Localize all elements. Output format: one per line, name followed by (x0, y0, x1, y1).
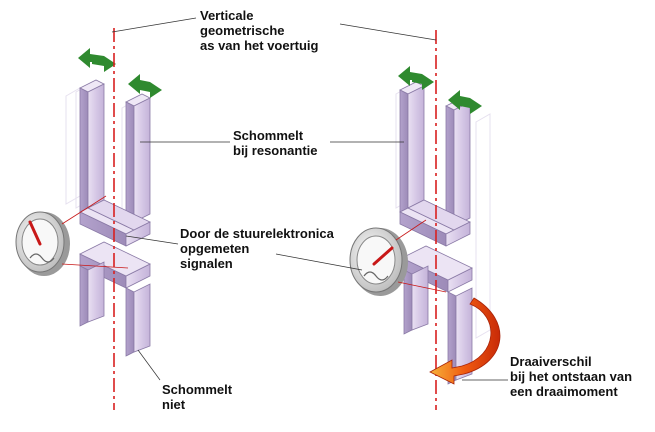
measured-signals-label: Door de stuurelektronica opgemeten signa… (180, 226, 334, 271)
rotation-difference-label: Draaiverschil bij het ontstaan van een d… (510, 354, 632, 399)
measured-signals-label-line-3: signalen (180, 256, 233, 271)
vertical-axis-label: Verticale geometrische as van het voertu… (200, 8, 318, 53)
left-oscillation-arrow-1 (78, 48, 116, 72)
left-dial-gauge-icon (15, 211, 70, 276)
right-dial-gauge-icon (349, 227, 408, 296)
no-swing-label-line-1: Schommelt (162, 382, 233, 397)
left-fork-lower (79, 241, 151, 357)
right-fork-lower (401, 245, 473, 385)
leader-lines (111, 17, 508, 381)
right-fork-base (399, 199, 471, 247)
no-swing-label-line-2: niet (162, 397, 186, 412)
right-oscillation-arrow-2 (448, 90, 482, 114)
right-oscillation-arrow-1 (398, 66, 434, 90)
right-tuning-fork (395, 81, 491, 385)
leader-vertical-axis (111, 17, 197, 33)
resonates-label-line-2: bij resonantie (233, 143, 318, 158)
rotation-difference-label-line-3: een draaimoment (510, 384, 618, 399)
rotation-difference-label-line-2: bij het ontstaan van (510, 369, 633, 384)
right-fork-prong-right (445, 97, 471, 231)
resonates-label-line-1: Schommelt (233, 128, 304, 143)
right-fork-prong-left (399, 81, 425, 213)
measured-signals-label-line-1: Door de stuurelektronica (180, 226, 334, 241)
rotation-difference-label-line-1: Draaiverschil (510, 354, 592, 369)
left-oscillation-arrow-2 (128, 74, 162, 98)
resonates-label: Schommelt bij resonantie (233, 128, 318, 158)
leader-no-swing (137, 349, 161, 381)
left-fork-prong-right (125, 93, 151, 227)
leader-measured-signals (125, 235, 179, 245)
vertical-axis-label-line-3: as van het voertuig (200, 38, 319, 53)
left-fork-prong-left (79, 79, 105, 213)
no-swing-label: Schommelt niet (162, 382, 232, 412)
vertical-axis-label-line-2: geometrische (200, 23, 285, 38)
measured-signals-label-line-2: opgemeten (180, 241, 250, 256)
vertical-axis-label-line-1: Verticale (200, 8, 254, 23)
left-tuning-fork (65, 79, 151, 357)
rotation-arrow-icon (429, 297, 501, 385)
